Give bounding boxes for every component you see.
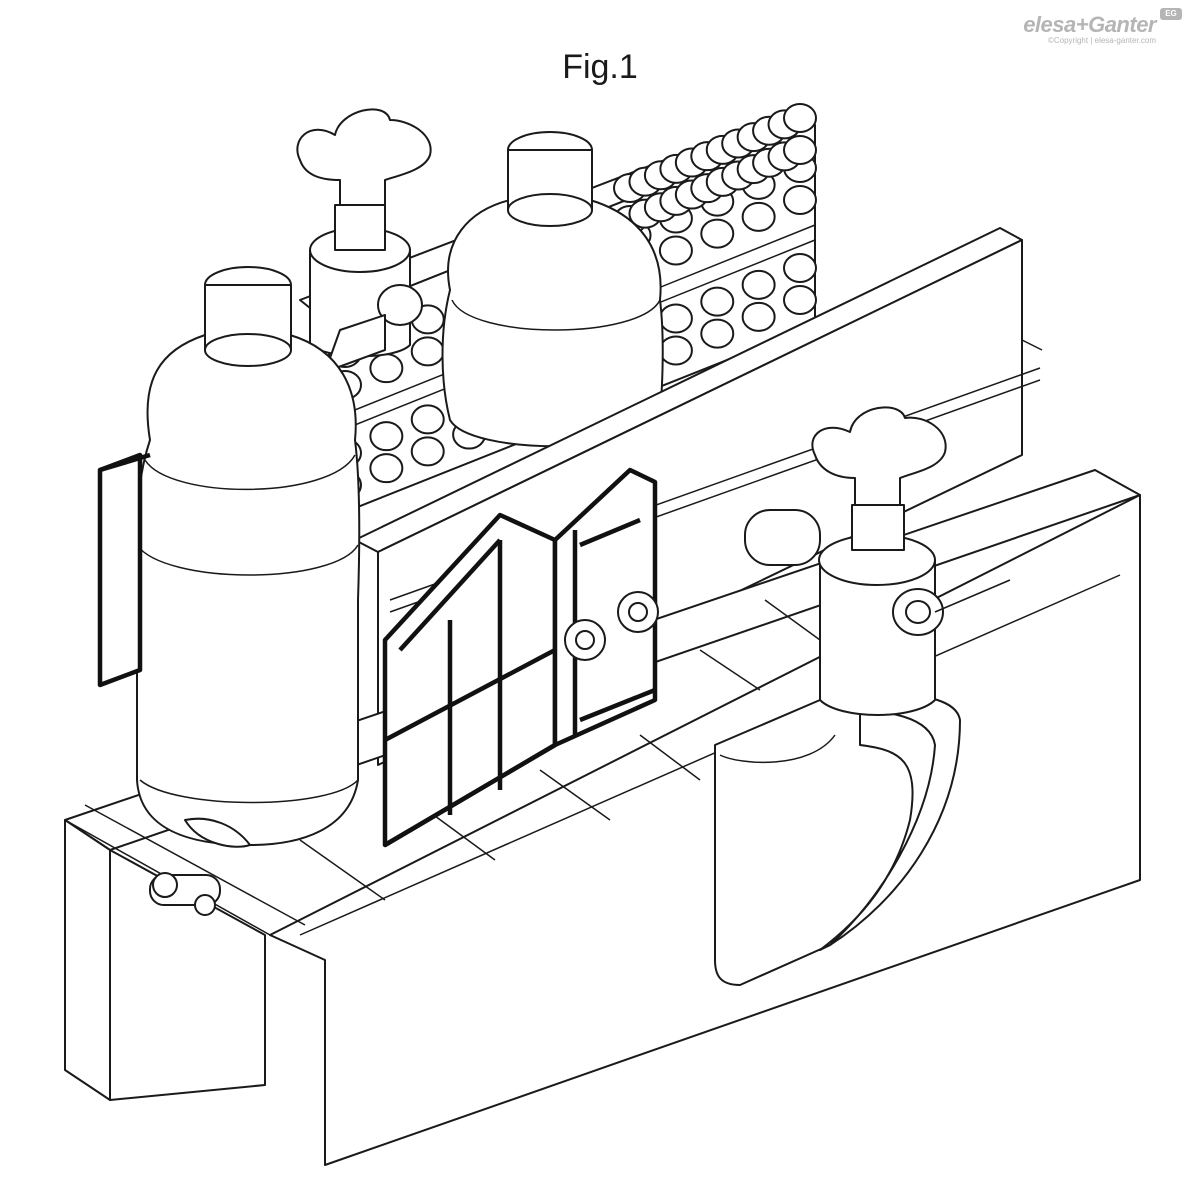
chain-roller	[783, 103, 817, 133]
chain-roller	[741, 269, 776, 300]
back-bottle	[441, 131, 664, 448]
front-clamp-knob	[744, 406, 1011, 716]
chain-roller	[410, 436, 445, 467]
hinge	[149, 872, 221, 916]
chain-roller	[410, 336, 445, 367]
chain-roller	[783, 185, 817, 215]
highlighted-guide	[382, 467, 659, 848]
chain-roller	[700, 318, 735, 349]
chain-roller	[700, 218, 735, 249]
chain-roller	[658, 303, 693, 334]
chain-roller	[783, 135, 817, 165]
chain-roller	[658, 235, 693, 266]
chain-roller	[369, 453, 404, 484]
brand-logo: elesa+Ganter ©Copyright | elesa-ganter.c…	[982, 8, 1182, 48]
chain-roller	[741, 301, 776, 332]
back-clamp-knob	[296, 108, 432, 373]
brand-copyright: ©Copyright | elesa-ganter.com	[1047, 36, 1156, 45]
figure-title: Fig.1	[562, 48, 638, 86]
chain-roller	[783, 253, 817, 283]
chain-roller	[410, 404, 445, 435]
chain-roller	[700, 286, 735, 317]
chain-roller	[783, 285, 817, 315]
front-bottle	[136, 266, 361, 848]
chain-roller	[369, 421, 404, 452]
chain-roller	[369, 353, 404, 384]
brand-badge: EG	[1160, 8, 1182, 20]
chain-roller	[741, 201, 776, 232]
chain-roller	[658, 335, 693, 366]
left-guide-plate	[97, 452, 151, 688]
brand-name: elesa+Ganter	[1023, 12, 1156, 37]
